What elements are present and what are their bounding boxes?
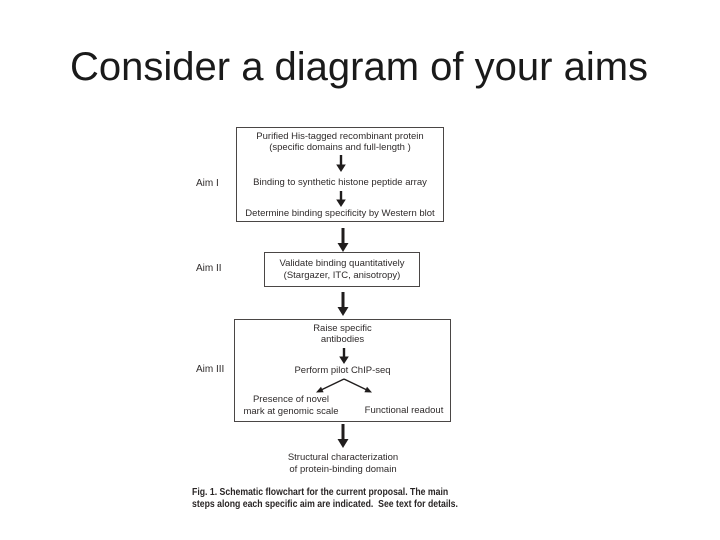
final-node-text: Structural characterization of protein-b… [263, 452, 423, 475]
aim3-label: Aim III [196, 364, 225, 375]
arrow-down-icon [337, 228, 349, 252]
aim3-outcome-left-text: Presence of novel mark at genomic scale [239, 394, 343, 417]
caption-line2: steps along each specific aim are indica… [192, 498, 458, 510]
aim3-box: Raise specific antibodies Perform pilot … [234, 319, 451, 422]
final-line1: Structural characterization [287, 452, 399, 463]
aim3-outcome-right-text: Functional readout [364, 405, 444, 416]
aim2-line2: (Stargazer, ITC, anisotropy) [283, 270, 401, 281]
arrow-down-icon [339, 348, 349, 364]
aim1-box: Purified His-tagged recombinant protein … [236, 127, 444, 222]
aim3-outcome-left-line1: Presence of novel [252, 394, 330, 405]
aim1-step1-line1: Purified His-tagged recombinant protein [256, 131, 424, 142]
aim2-label: Aim II [196, 263, 222, 274]
aim1-step1-text: Purified His-tagged recombinant protein … [237, 131, 443, 153]
arrow-down-icon [336, 191, 346, 207]
aim3-step2-text: Perform pilot ChIP-seq [294, 365, 391, 376]
split-arrows-icon [316, 378, 372, 393]
aim1-label: Aim I [196, 178, 219, 189]
arrow-down-icon [336, 155, 346, 172]
caption-line1: Fig. 1. Schematic flowchart for the curr… [192, 487, 449, 498]
arrow-down-icon [337, 424, 349, 448]
page-title: Consider a diagram of your aims [70, 45, 649, 89]
aim1-step3-text: Determine binding specificity by Western… [245, 208, 435, 219]
aim2-line1: Validate binding quantitatively [279, 258, 405, 269]
final-line2: of protein-binding domain [289, 463, 397, 475]
aim1-step2-text: Binding to synthetic histone peptide arr… [253, 177, 427, 188]
aim3-step1-line1: Raise specific [313, 323, 372, 334]
aim3-step1-line2: antibodies [320, 334, 365, 345]
aim3-outcome-left-line2: mark at genomic scale [243, 405, 339, 417]
figure-caption: Fig. 1. Schematic flowchart for the curr… [192, 487, 470, 510]
arrow-down-icon [337, 292, 349, 316]
aim3-step1-text: Raise specific antibodies [235, 323, 450, 345]
aim2-box: Validate binding quantitatively (Stargaz… [264, 252, 420, 287]
aim1-step1-line2: (specific domains and full-length ) [269, 142, 411, 153]
